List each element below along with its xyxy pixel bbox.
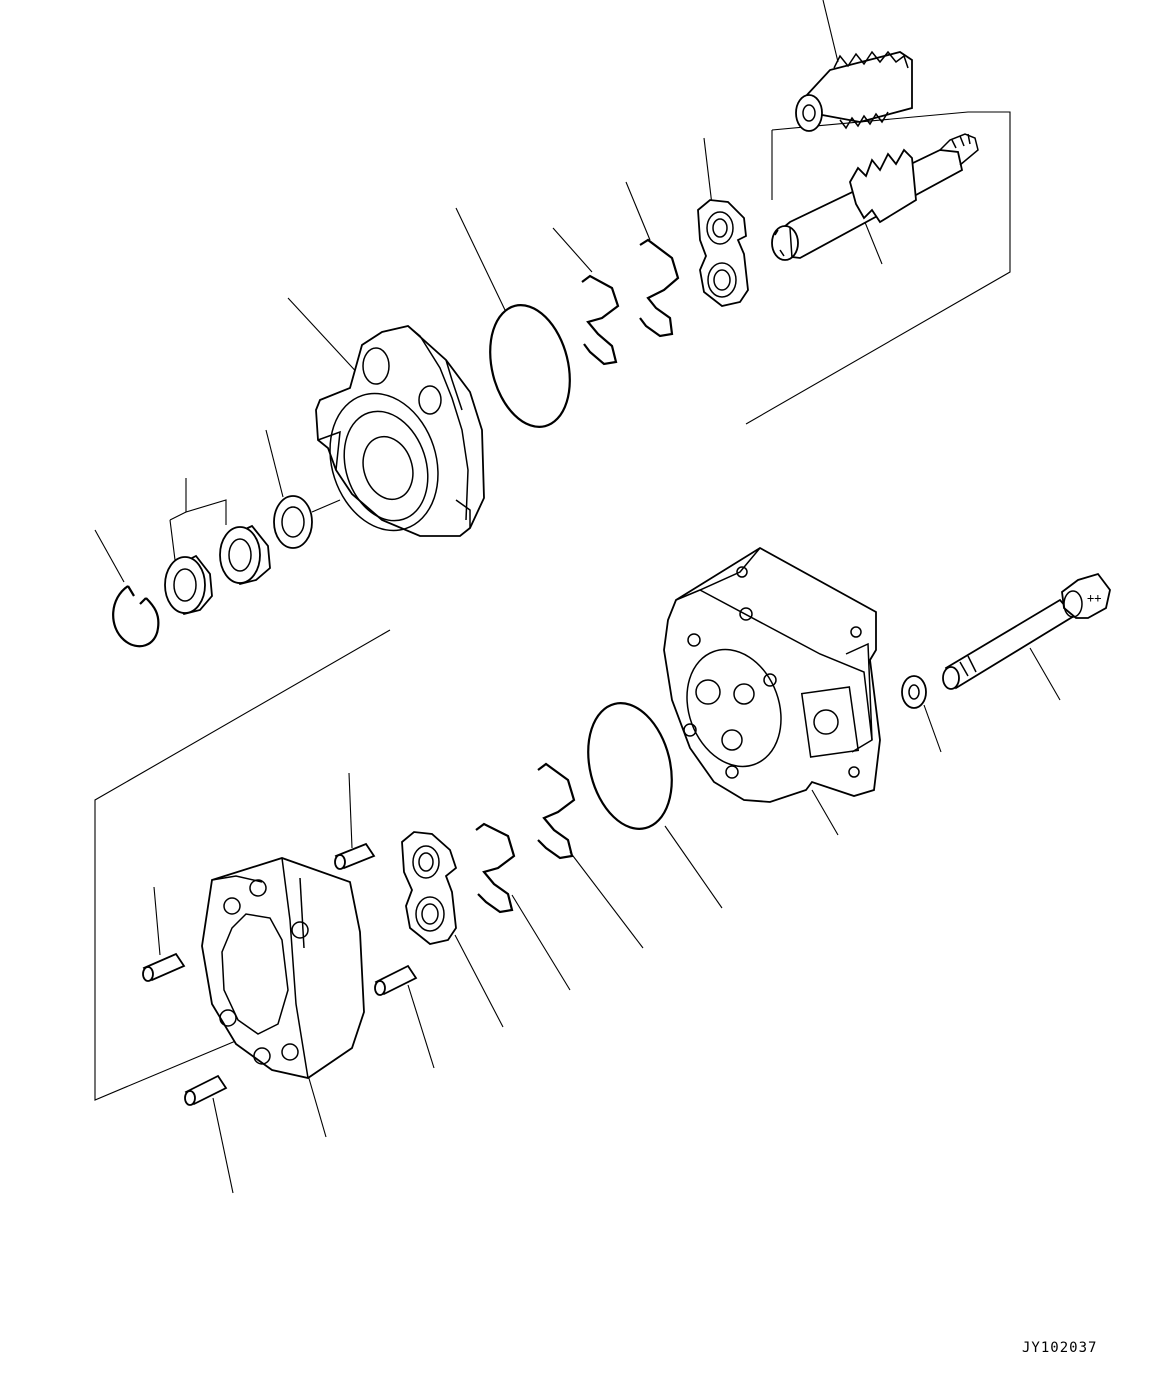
seal-wire-lower-b [537, 762, 576, 860]
rear-housing-flange [663, 546, 881, 803]
front-cover-housing [315, 325, 485, 537]
bracket-frame-lower-left [94, 629, 391, 1101]
seal-wire-upper-a [581, 274, 620, 366]
svg-text:++: ++ [1087, 591, 1101, 605]
o-ring-upper [489, 304, 571, 428]
oil-seal [219, 524, 271, 586]
dowel-pin-top [334, 842, 376, 870]
dowel-pin-bottom [184, 1074, 228, 1106]
figure-code: JY102037 [1022, 1340, 1098, 1356]
dowel-pin-left [142, 952, 186, 982]
seal-wire-upper-b [639, 238, 680, 338]
mounting-bolt: ++ [942, 572, 1111, 690]
seal-wire-lower-a [475, 822, 516, 914]
leader-lines [94, 0, 1061, 1194]
bolt-washer [901, 675, 927, 709]
gear-case-body [201, 857, 365, 1079]
bushing-plate-upper [697, 199, 749, 307]
o-ring-lower [587, 702, 673, 830]
driven-gear-shaft [771, 133, 979, 261]
snap-ring [112, 585, 160, 648]
bearing [164, 554, 213, 616]
dowel-pin-right [374, 964, 418, 996]
thrust-washer [273, 495, 341, 549]
bushing-plate-lower [401, 831, 458, 945]
drive-gear-upper [795, 50, 913, 132]
bracket-frame-upper-right [745, 111, 1011, 425]
